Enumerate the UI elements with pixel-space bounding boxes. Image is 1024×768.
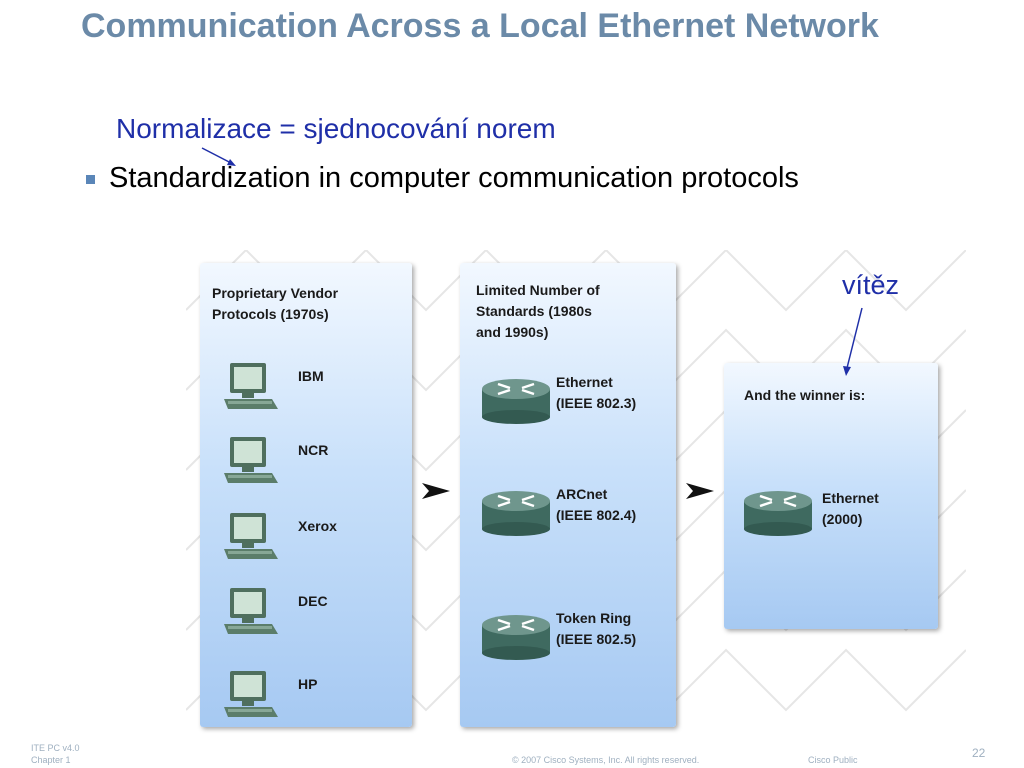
router-icon — [482, 491, 550, 536]
vendor-label: IBM — [298, 367, 324, 384]
standard-item: ARCnet (IEEE 802.4) — [480, 486, 637, 537]
vendor-label: DEC — [298, 592, 328, 609]
protocol-diagram: Proprietary Vendor Protocols (1970s) IBM… — [186, 250, 966, 738]
footer-course: ITE PC v4.0 — [31, 743, 80, 753]
computer-icon — [224, 363, 278, 409]
standard-item: Ethernet (IEEE 802.3) — [480, 374, 637, 425]
vendor-item: NCR — [222, 435, 328, 487]
panel-title: And the winner is: — [744, 387, 866, 403]
winner-annotation: vítěz — [842, 270, 900, 300]
bullet-item: Standardization in computer communicatio… — [86, 162, 799, 195]
standard-label: Ethernet (IEEE 802.3) — [556, 374, 637, 411]
panel-proprietary: Proprietary Vendor Protocols (1970s) IBM… — [200, 263, 412, 727]
computer-icon — [224, 588, 278, 634]
bullet-text: Standardization in computer communicatio… — [109, 162, 799, 194]
vendor-label: Xerox — [298, 517, 337, 534]
vendor-label: NCR — [298, 441, 329, 458]
czech-note: Normalizace = sjednocování norem — [116, 113, 556, 144]
vendor-item: IBM — [222, 361, 324, 413]
vendor-label: HP — [298, 675, 318, 692]
vendor-item: Xerox — [222, 511, 337, 563]
standard-item: Token Ring (IEEE 802.5) — [480, 610, 637, 661]
vendor-item: HP — [222, 669, 317, 721]
winner-item: Ethernet (2000) — [742, 487, 879, 537]
panel-title: Limited Number of Standards (1980s and 1… — [476, 282, 600, 340]
computer-icon — [224, 437, 278, 483]
winner-label: Ethernet (2000) — [822, 490, 879, 527]
panel-winner: And the winner is: Ethernet (2000) — [724, 363, 938, 629]
bullet-square-icon — [86, 175, 95, 184]
footer-classification: Cisco Public — [808, 755, 858, 765]
footer-copyright: © 2007 Cisco Systems, Inc. All rights re… — [512, 755, 700, 765]
router-icon — [482, 615, 550, 660]
panel-title: Proprietary Vendor Protocols (1970s) — [212, 285, 339, 322]
page-number: 22 — [972, 746, 986, 760]
footer-chapter: Chapter 1 — [31, 755, 71, 765]
slide-title: Communication Across a Local Ethernet Ne… — [81, 7, 879, 45]
arrow-right-icon — [686, 483, 714, 499]
computer-icon — [224, 513, 278, 559]
standard-label: Token Ring (IEEE 802.5) — [556, 610, 637, 647]
arrow-right-icon — [422, 483, 450, 499]
router-icon — [482, 379, 550, 424]
router-icon — [744, 491, 812, 536]
standard-label: ARCnet (IEEE 802.4) — [556, 486, 637, 523]
panel-standards: Limited Number of Standards (1980s and 1… — [460, 263, 676, 727]
computer-icon — [224, 671, 278, 717]
vendor-item: DEC — [222, 586, 328, 638]
